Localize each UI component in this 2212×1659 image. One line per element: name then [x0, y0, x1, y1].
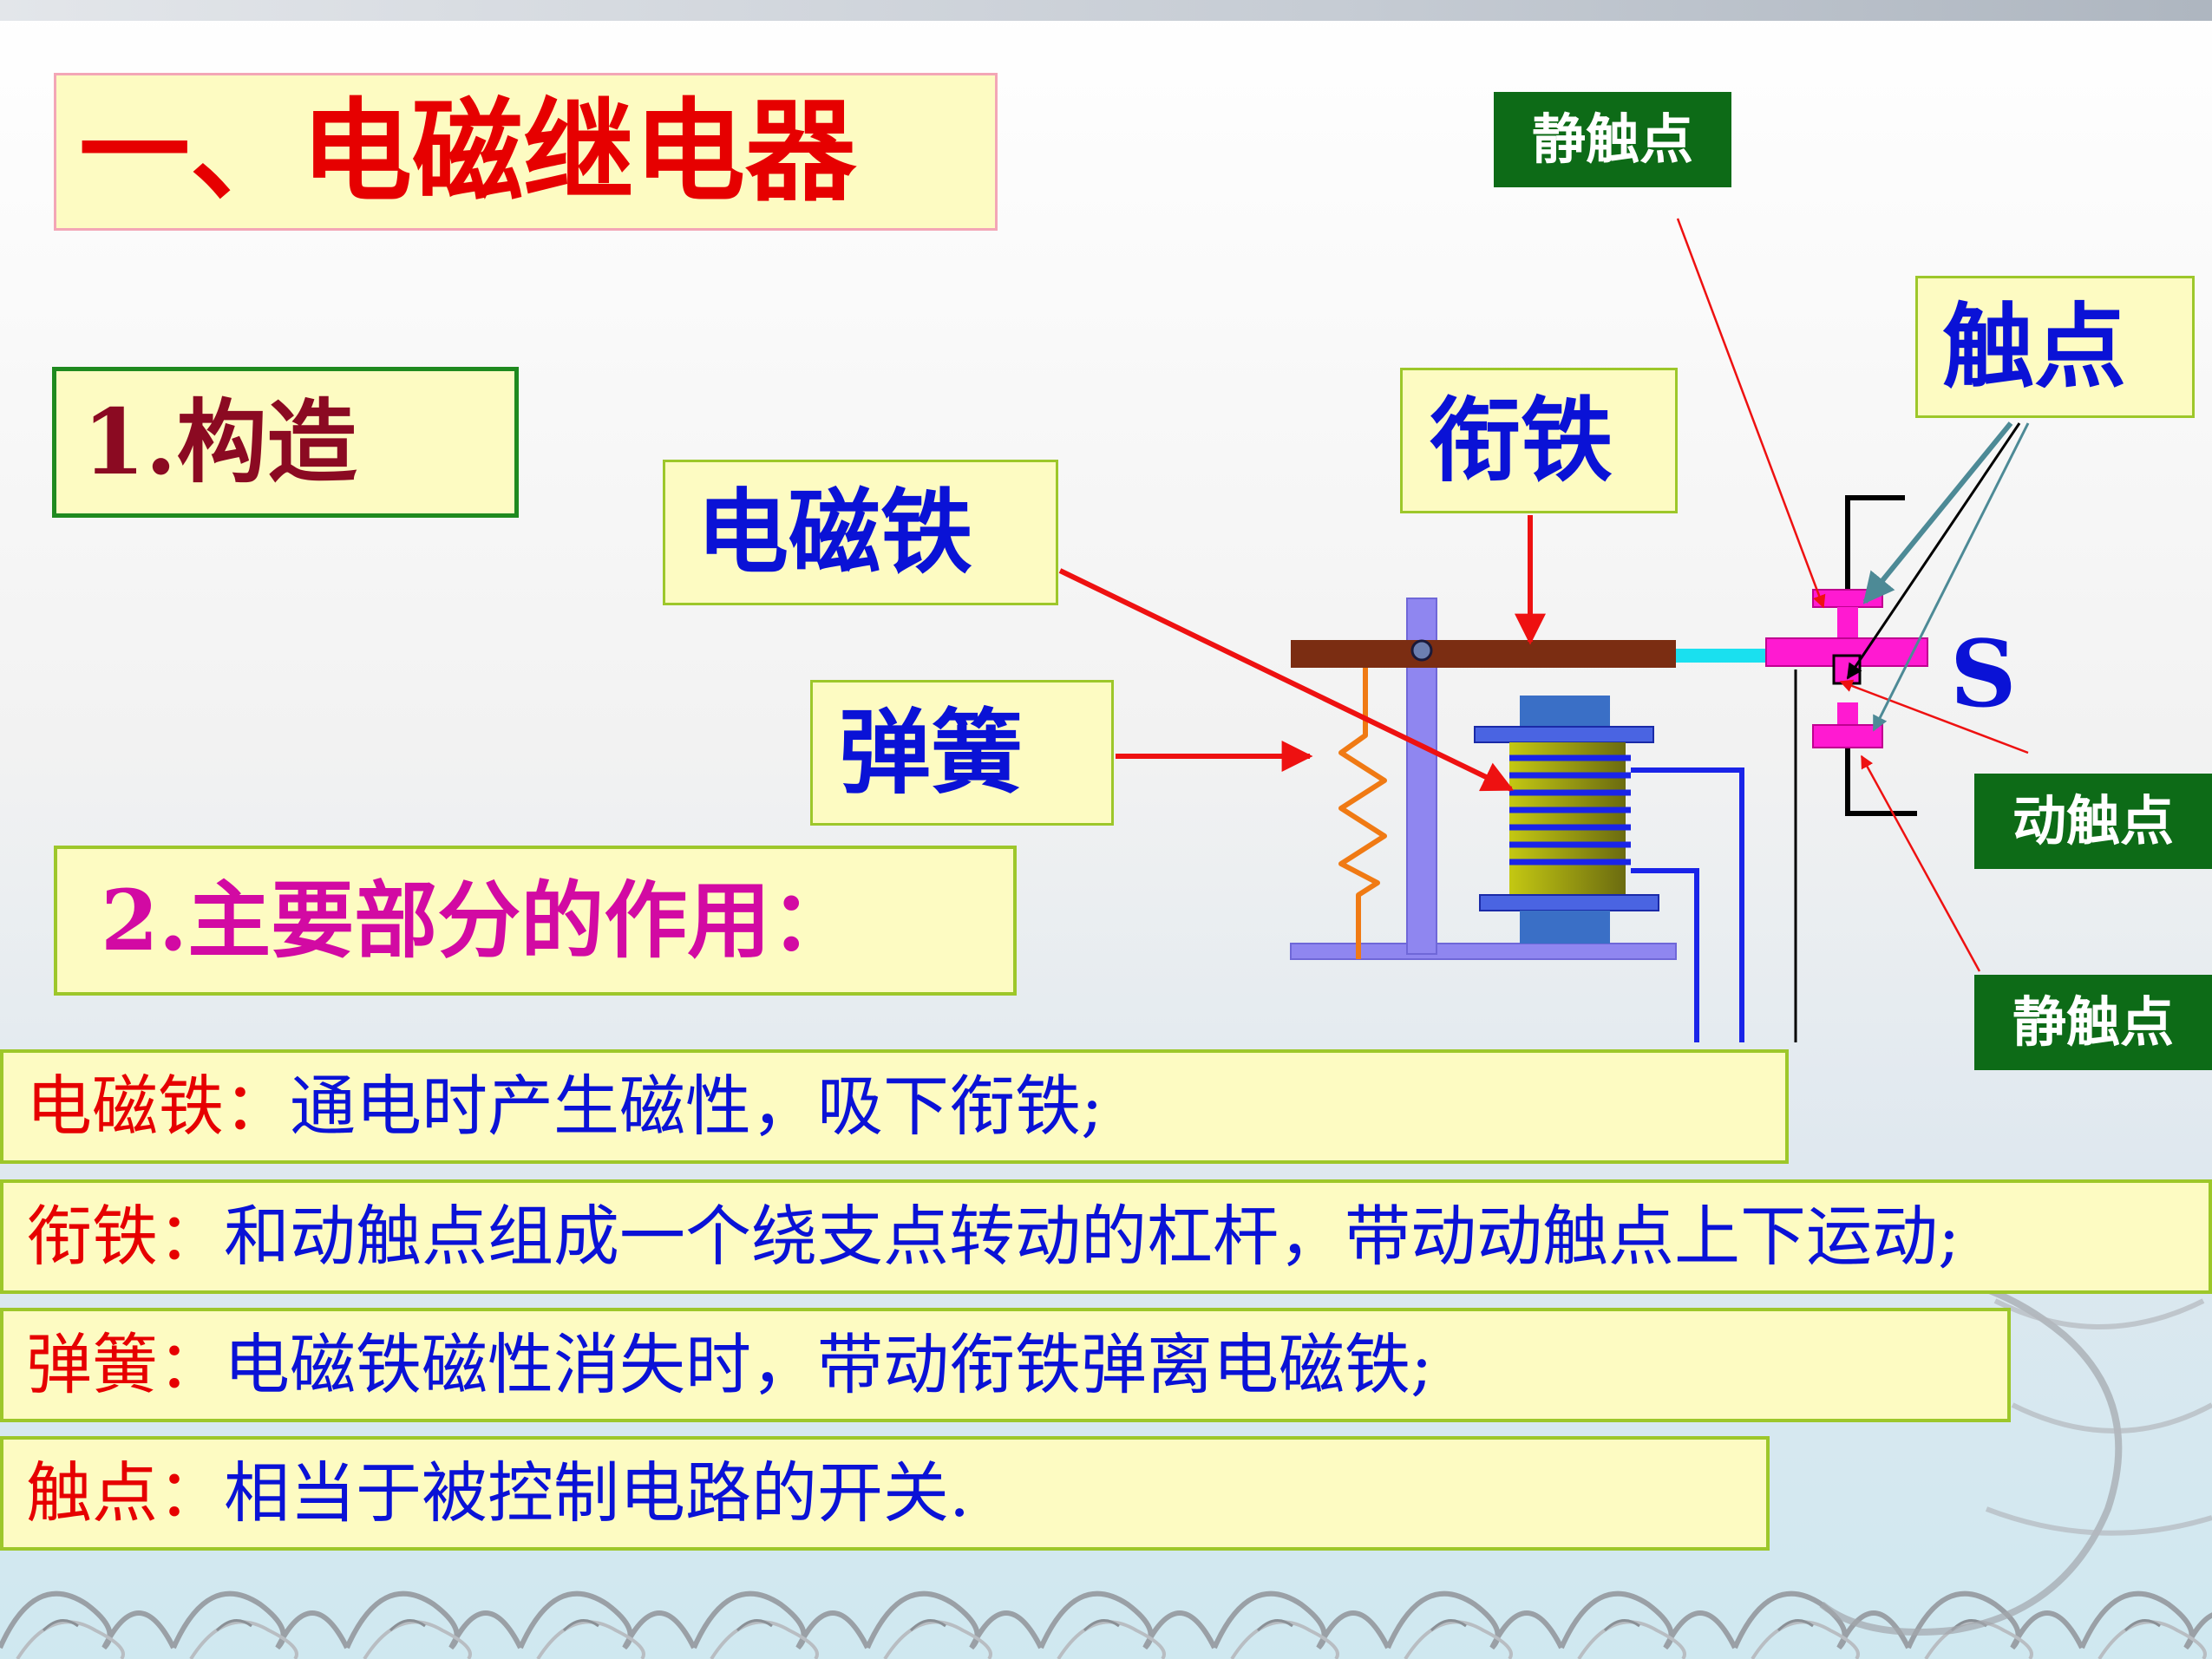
pivot-point: [1410, 639, 1433, 662]
core-bottom: [1520, 911, 1610, 944]
function-desc: 通电时产生磁性，吸下衔铁;: [290, 1068, 1103, 1145]
coil-lead-1: [1631, 767, 1744, 1042]
label-electromagnet: 电磁铁: [663, 460, 1058, 605]
function-desc: 和动触点组成一个绕支点转动的杠杆，带动动触点上下运动;: [224, 1198, 1960, 1275]
label-armature: 衔铁: [1400, 368, 1678, 513]
static-contact-bottom: [1812, 724, 1883, 748]
switch-label-s: S: [1950, 619, 2017, 728]
arrow-contacts-bottom: [1872, 422, 2030, 732]
function-row-contacts: 触点：相当于被控制电路的开关.: [0, 1436, 1770, 1551]
tag-static-contact-top: 静触点: [1494, 92, 1731, 187]
wave-band: [0, 1552, 2212, 1659]
base-plate: [1290, 943, 1677, 960]
arrow-moving-contact: [1839, 679, 2029, 754]
arrow-contacts-top: [1862, 421, 2013, 604]
function-desc: 相当于被控制电路的开关.: [224, 1454, 971, 1532]
function-term: 弹簧：: [26, 1326, 224, 1403]
page-title: 一、电磁继电器: [54, 73, 998, 231]
arrow-electromagnet: [1058, 568, 1515, 792]
label-contacts: 触点: [1915, 276, 2195, 418]
label-spring: 弹簧: [810, 680, 1114, 826]
section-heading-structure: 1.构造: [52, 367, 519, 518]
connecting-rod: [1676, 649, 1766, 663]
armature-bar: [1291, 640, 1676, 668]
function-desc: 电磁铁磁性消失时，带动衔铁弹离电磁铁;: [224, 1326, 1433, 1403]
function-term: 衔铁：: [26, 1198, 224, 1275]
function-row-spring: 弹簧：电磁铁磁性消失时，带动衔铁弹离电磁铁;: [0, 1308, 2011, 1422]
coil-windings: [1509, 754, 1631, 865]
static-contact-top-stem: [1837, 607, 1858, 638]
function-term: 电磁铁：: [26, 1068, 290, 1145]
tag-moving-contact: 动触点: [1974, 774, 2212, 869]
spring: [1338, 668, 1387, 959]
dragon-scale-decoration: [1985, 1298, 2212, 1536]
upper-bracket: [1845, 495, 1905, 598]
core-top: [1520, 696, 1610, 727]
arrow-static-contact-bottom: [1860, 754, 1981, 972]
coil-lead-2: [1631, 868, 1699, 1042]
coil-core: [1509, 742, 1626, 898]
arrow-contacts-middle: [1846, 422, 2021, 680]
function-term: 触点：: [26, 1454, 224, 1532]
function-row-electromagnet: 电磁铁：通电时产生磁性，吸下衔铁;: [0, 1049, 1789, 1164]
arrow-static-contact-top: [1676, 218, 1826, 609]
top-border-strip: [0, 0, 2212, 21]
coil-top-flange: [1474, 726, 1654, 743]
coil-bottom-flange: [1479, 894, 1659, 911]
moving-contact-tip: [1832, 654, 1862, 685]
function-row-armature: 衔铁：和动触点组成一个绕支点转动的杠杆，带动动触点上下运动;: [0, 1179, 2212, 1294]
tag-static-contact-bottom: 静触点: [1974, 975, 2212, 1070]
section-heading-functions: 2.主要部分的作用：: [54, 846, 1017, 996]
